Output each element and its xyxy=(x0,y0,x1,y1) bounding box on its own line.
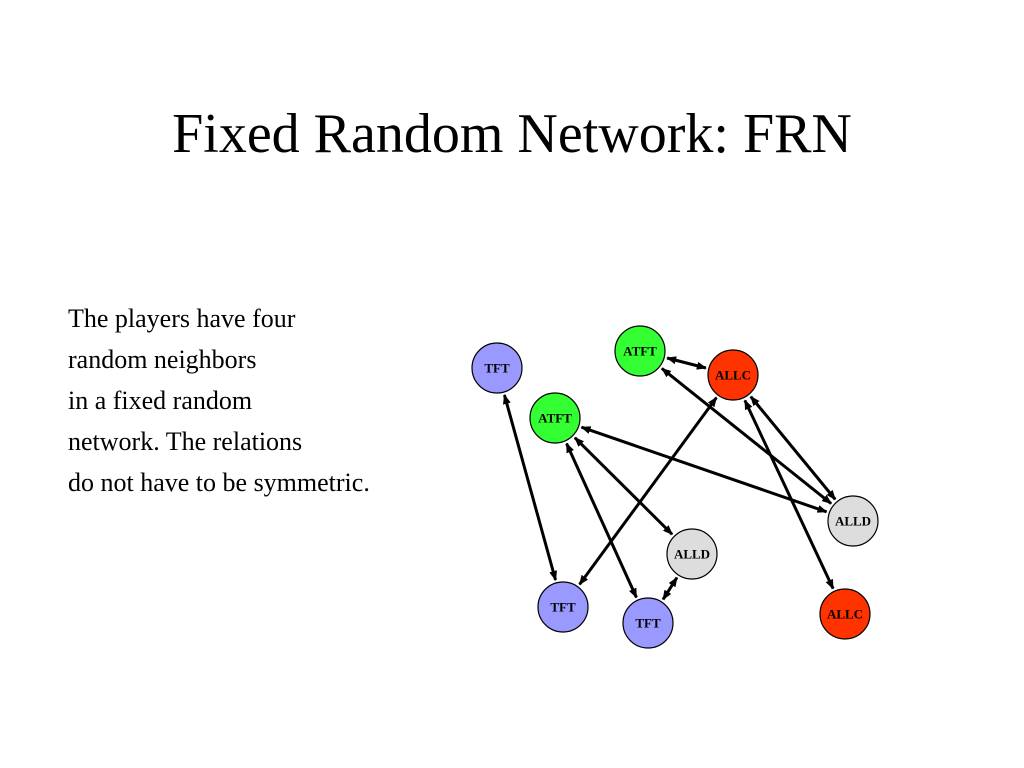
node-label: ALLD xyxy=(674,547,710,562)
node-atft2: ATFT xyxy=(529,392,581,444)
body-line-5: do not have to be symmetric. xyxy=(68,468,370,497)
node-label: TFT xyxy=(484,361,510,376)
node-circle xyxy=(666,528,718,580)
slide-title: Fixed Random Network: FRN xyxy=(172,103,852,165)
body-line-4: network. The relations xyxy=(68,427,303,456)
node-label: ALLD xyxy=(835,514,871,529)
node-alld2: ALLD xyxy=(827,495,879,547)
node-circle xyxy=(827,495,879,547)
node-label: TFT xyxy=(550,600,576,615)
node-circle xyxy=(471,342,523,394)
node-circle xyxy=(707,349,759,401)
node-circle xyxy=(537,581,589,633)
node-alld1: ALLD xyxy=(666,528,718,580)
node-allc1: ALLC xyxy=(707,349,759,401)
node-atft1: ATFT xyxy=(614,325,666,377)
edge-atft1-allc1 xyxy=(666,356,707,370)
body-line-2: random neighbors xyxy=(68,345,257,374)
node-circle xyxy=(622,597,674,649)
node-label: ATFT xyxy=(538,411,572,426)
slide-body-text: The players have four random neighbors i… xyxy=(68,298,488,503)
node-label: TFT xyxy=(635,616,661,631)
node-label: ALLC xyxy=(715,368,751,383)
body-line-3: in a fixed random xyxy=(68,386,253,415)
node-tft3: TFT xyxy=(622,597,674,649)
node-circle xyxy=(819,588,871,640)
node-allc2: ALLC xyxy=(819,588,871,640)
edge-atft2-alld2 xyxy=(580,425,828,514)
edge-tft1-tft2 xyxy=(502,394,558,581)
body-line-1: The players have four xyxy=(68,304,296,333)
node-tft1: TFT xyxy=(471,342,523,394)
node-label: ATFT xyxy=(623,344,657,359)
node-circle xyxy=(614,325,666,377)
node-label: ALLC xyxy=(827,607,863,622)
edge-atft2-tft3 xyxy=(565,442,638,599)
node-circle xyxy=(529,392,581,444)
node-tft2: TFT xyxy=(537,581,589,633)
edge-alld1-tft3 xyxy=(661,576,679,601)
